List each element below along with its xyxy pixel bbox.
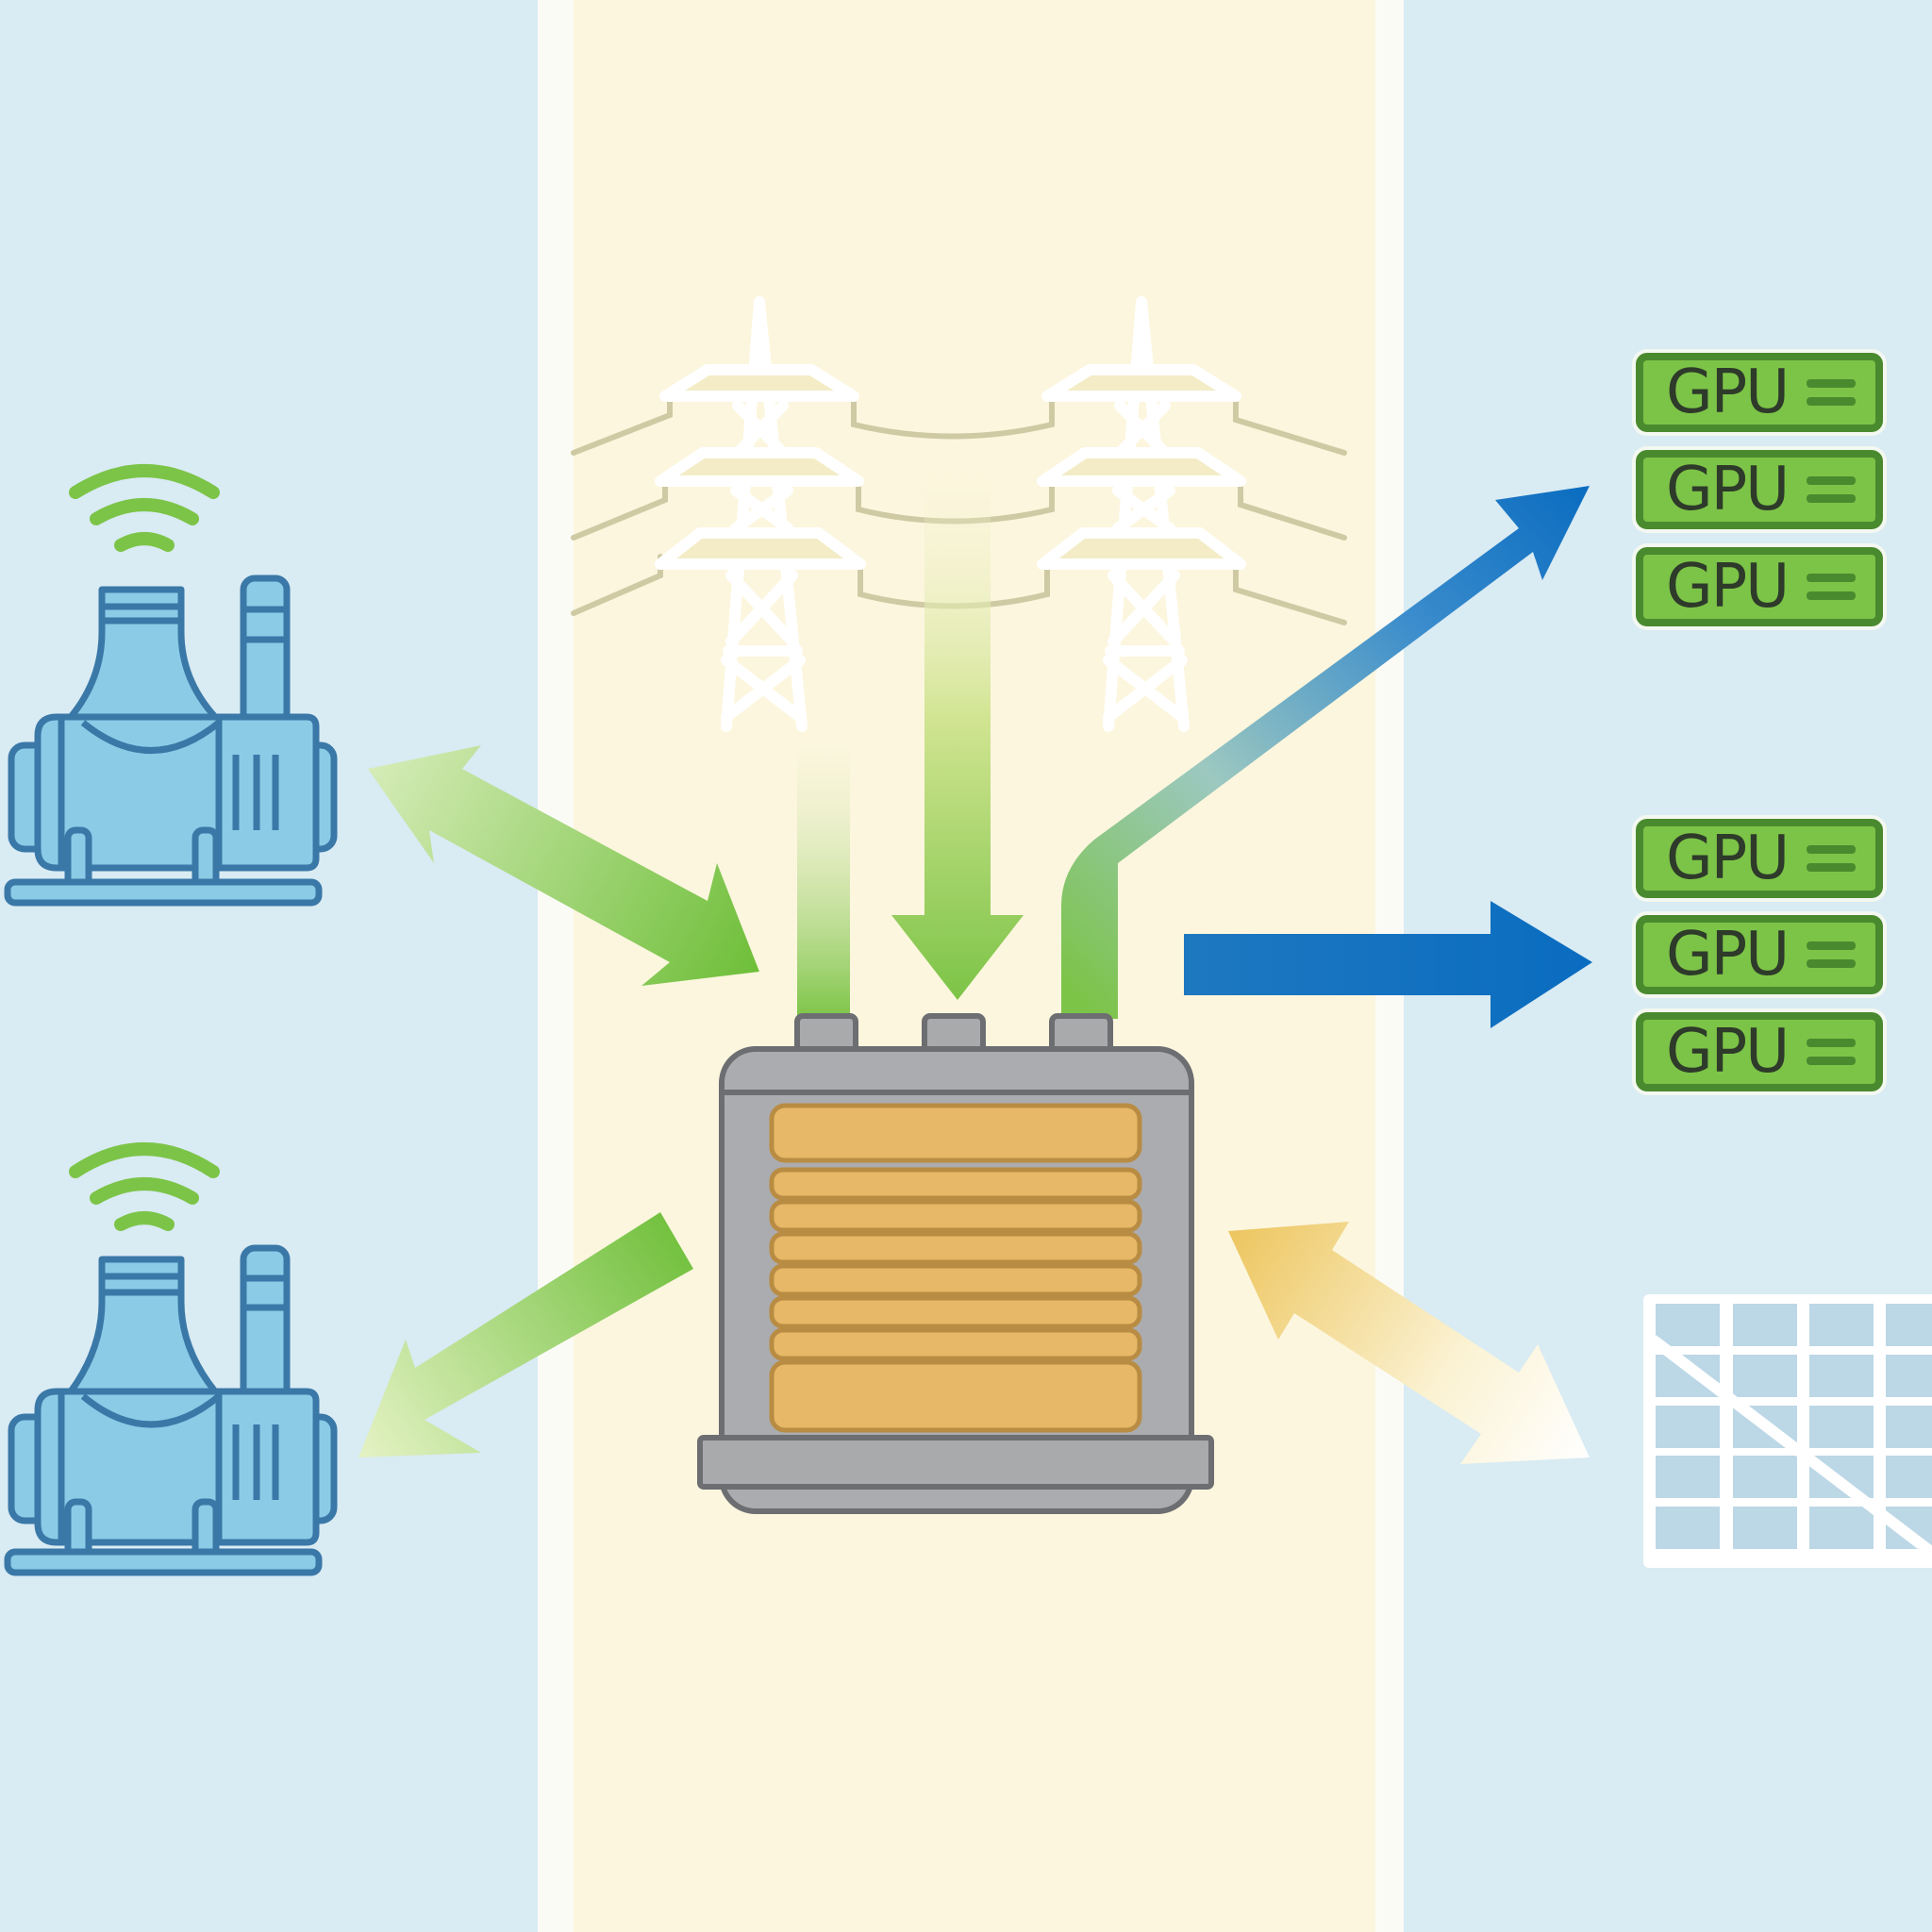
power-plant-icon [4,575,338,907]
gpu-label: GPU [1666,824,1790,893]
gpu-label: GPU [1666,1017,1790,1087]
transmission-towers [571,296,1347,732]
zone-divider [538,0,574,1932]
gpu-card: GPU [1636,1012,1883,1091]
gpu-card: GPU [1636,819,1883,898]
gpu-equals-icon [1807,476,1857,503]
gpu-card: GPU [1636,915,1883,994]
wifi-signal-icon [69,1142,220,1231]
export-arrow-middle-gpu [1184,901,1592,1028]
transmission-tower-icon [655,296,866,732]
gpu-equals-icon [1807,1039,1857,1065]
supply-arrow-bottom-plant [358,1212,693,1457]
sources-zone [0,0,538,1932]
gpu-label: GPU [1666,455,1790,525]
power-plant-icon [4,1244,338,1576]
gpu-label: GPU [1666,920,1790,990]
gpu-card: GPU [1636,547,1883,626]
power-plant-top [4,464,338,907]
battery-storage-icon [697,1013,1214,1514]
battery-base [697,1435,1214,1490]
gpu-equals-icon [1807,845,1857,872]
power-plant-bottom [4,1142,338,1576]
wifi-signal-icon [69,464,220,552]
power-lines [571,393,1347,625]
gpu-label: GPU [1666,552,1790,622]
gpu-label: GPU [1666,358,1790,427]
solar-panel-icon [1643,1294,1932,1568]
exchange-arrow-solar [1228,1222,1590,1464]
transmission-tower-icon [1037,296,1246,732]
exchange-arrow-top-plant [368,745,759,986]
gpu-equals-icon [1807,941,1857,968]
battery-cells [769,1103,1142,1433]
gpu-equals-icon [1807,379,1857,406]
gpu-equals-icon [1807,574,1857,600]
export-arrow-top-gpu [1061,486,1590,1019]
grid-input-arrow [891,443,1024,1000]
tower-feed-line-left [797,736,850,1019]
gpu-card: GPU [1636,450,1883,529]
gpu-card: GPU [1636,353,1883,432]
